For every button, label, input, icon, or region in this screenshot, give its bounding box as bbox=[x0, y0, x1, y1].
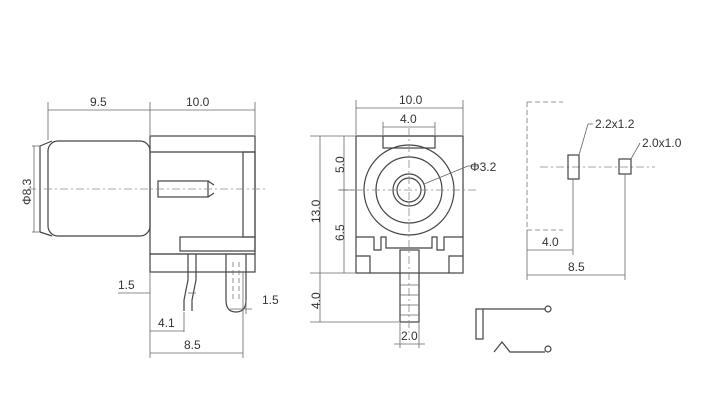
dim-front-2-0: 2.0 bbox=[401, 329, 418, 343]
dim-pcb-4-0: 4.0 bbox=[542, 235, 559, 249]
dim-side-1-5-left: 1.5 bbox=[118, 278, 135, 292]
dim-front-diameter: Φ3.2 bbox=[470, 160, 497, 174]
side-body bbox=[149, 135, 256, 255]
pcb-layout: 2.2x1.2 2.0x1.0 4.0 8.5 bbox=[526, 101, 682, 280]
side-cylinder bbox=[47, 140, 151, 237]
dim-front-6-5: 6.5 bbox=[333, 224, 347, 241]
pcb-label-small: 2.0x1.0 bbox=[642, 136, 682, 150]
dim-side-diameter: Φ8.3 bbox=[20, 178, 34, 205]
dim-front-4-0-pin: 4.0 bbox=[309, 292, 323, 309]
dim-side-4-1: 4.1 bbox=[158, 316, 175, 330]
symbol-tip bbox=[493, 341, 545, 353]
dim-front-10-0: 10.0 bbox=[399, 93, 423, 107]
schematic-symbol bbox=[475, 305, 552, 353]
side-pin-right bbox=[225, 254, 247, 313]
side-view: 9.5 10.0 Φ8.3 1.5 1.5 4.1 8.5 bbox=[20, 95, 279, 358]
dim-side-8-5: 8.5 bbox=[184, 338, 201, 352]
dim-side-9-5: 9.5 bbox=[90, 95, 107, 109]
dim-front-4-0: 4.0 bbox=[400, 112, 417, 126]
dim-front-5-0: 5.0 bbox=[333, 156, 347, 173]
pcb-hole-small bbox=[618, 158, 632, 175]
dim-side-1-5-right: 1.5 bbox=[262, 293, 279, 307]
dim-side-10-0: 10.0 bbox=[186, 95, 210, 109]
dim-pcb-8-5: 8.5 bbox=[568, 260, 585, 274]
front-view: 10.0 4.0 Φ3.2 5.0 13.0 6.5 4.0 2.0 bbox=[309, 93, 497, 348]
symbol-sleeve bbox=[475, 308, 484, 340]
dim-front-13-0: 13.0 bbox=[309, 199, 323, 223]
pcb-hole-large bbox=[567, 154, 580, 180]
side-pin-left bbox=[183, 254, 197, 311]
front-pin bbox=[399, 249, 420, 323]
pcb-label-large: 2.2x1.2 bbox=[595, 117, 635, 131]
